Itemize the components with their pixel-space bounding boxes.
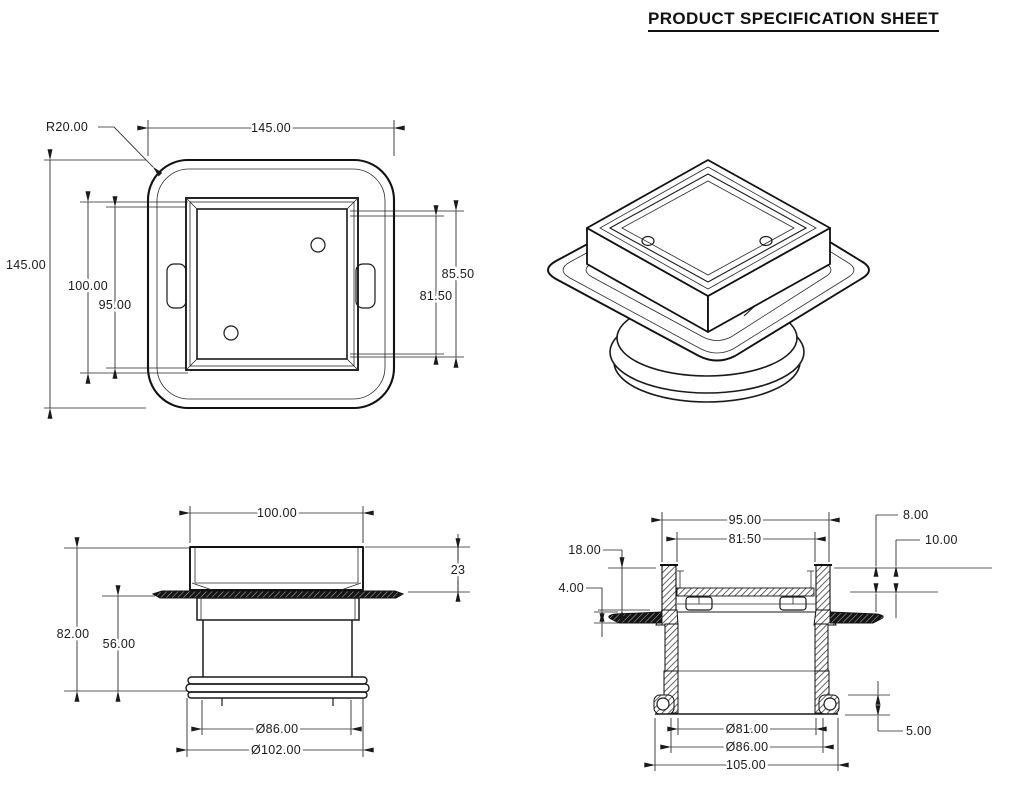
screw-hole [223,325,239,341]
side-dimensions: 100.00 23 82.00 56.00 Ø86.00 [54,504,470,760]
dim-sec-flange-thk: 4.00 [558,581,584,595]
dim-side-body-dia: Ø86.00 [256,722,299,736]
page-title: PRODUCT SPECIFICATION SHEET [648,9,940,32]
dim-sec-inner-width: 81.50 [729,532,762,546]
dim-side-overall-height: 82.00 [57,627,90,641]
dim-plan-radius: R20.00 [46,120,88,134]
side-view: 100.00 23 82.00 56.00 Ø86.00 [54,504,470,760]
dim-sec-bore: Ø81.00 [726,722,769,736]
dim-sec-pipe: Ø86.00 [726,740,769,754]
o-ring [656,697,670,711]
dim-side-ring-dia: Ø102.00 [251,743,301,757]
dim-side-top-height: 23 [451,563,466,577]
dim-sec-outer-width: 95.00 [729,513,762,527]
screw-hole [759,235,773,247]
dim-plan-frame-outer: 100.00 [68,279,108,293]
dim-sec-overall: 105.00 [726,758,766,772]
dim-sec-flange-step: 10.00 [925,533,958,547]
plan-view: 145.00 145.00 R20.00 100.00 95.00 85.50 [3,118,477,419]
dim-side-top-width: 100.00 [257,506,297,520]
dim-side-body-height: 56.00 [103,637,136,651]
screw-hole [310,237,326,253]
section-dimensions: 95.00 81.50 18.00 4.00 8.00 [556,506,960,775]
dim-sec-oring: 5.00 [906,724,932,738]
isometric-view [547,159,870,403]
dim-plan-grate-inner: 81.50 [420,289,453,303]
plan-dimensions: 145.00 145.00 R20.00 100.00 95.00 85.50 [3,118,477,419]
o-ring [823,697,837,711]
screw-hole [641,235,655,247]
dim-sec-rim-depth: 18.00 [568,543,601,557]
dim-plan-width: 145.00 [251,121,291,135]
dim-sec-rim-step: 8.00 [903,508,929,522]
dim-plan-frame-inner: 95.00 [99,298,132,312]
dim-plan-height: 145.00 [6,258,46,272]
section-view: 95.00 81.50 18.00 4.00 8.00 [556,506,992,775]
dim-plan-grate-outer: 85.50 [442,267,475,281]
